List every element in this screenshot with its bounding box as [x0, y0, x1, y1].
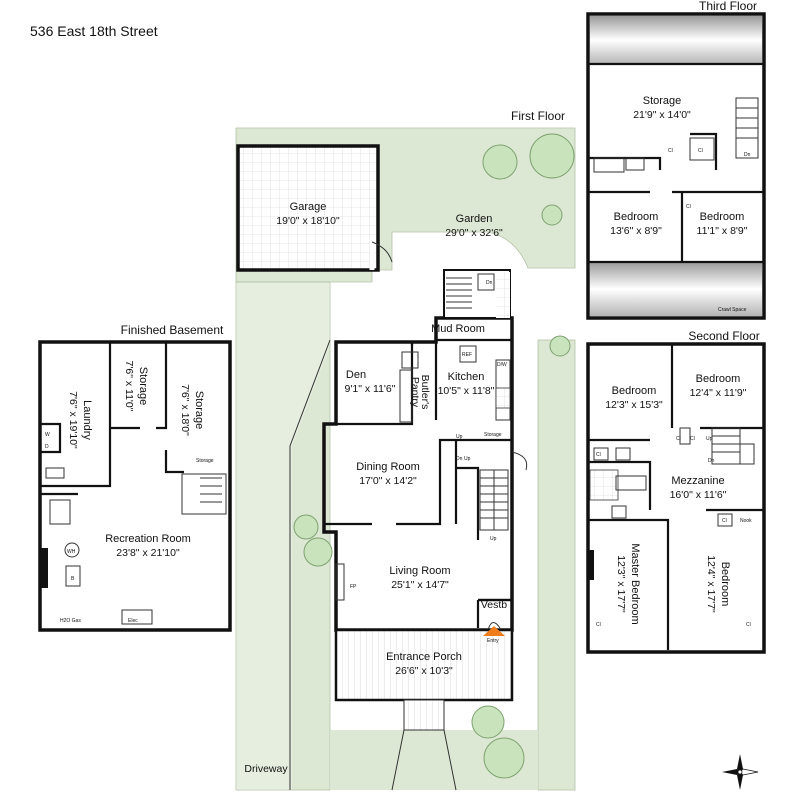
- storage-3-label: Storage: [643, 95, 682, 107]
- basement: W D WH B H2O Gas Elec Storage: [38, 340, 232, 632]
- storage-b2-label: Storage 7'6" x 18'0": [179, 384, 205, 436]
- h2o-gas-label: H2O Gas: [60, 618, 81, 624]
- stairs-icon: [712, 435, 755, 465]
- dw-label: D/W: [497, 362, 507, 368]
- bedroom-3b-dim: 11'1" x 8'9": [697, 225, 748, 237]
- elec-label: Elec: [128, 618, 138, 624]
- bedroom-2c-label: Bedroom 12'4" x 17'7": [705, 555, 731, 613]
- bedroom-2a-label: Bedroom: [612, 385, 657, 397]
- basement-label: Finished Basement: [121, 323, 224, 337]
- cl-label-2e: Cl: [596, 622, 601, 628]
- d-label: D: [45, 444, 49, 450]
- storage-label-kitchen: Storage: [484, 432, 502, 438]
- svg-text:Pantry: Pantry: [409, 377, 421, 408]
- living-room-dim: 25'1" x 14'7": [391, 579, 449, 591]
- wh-label: WH: [67, 549, 76, 555]
- tree-icon: [293, 133, 575, 779]
- laundry-label: Laundry 7'6" x 19'10": [67, 391, 93, 449]
- svg-text:7'6" x 11'0": 7'6" x 11'0": [123, 361, 135, 412]
- cl-label-3c: Cl: [686, 204, 691, 210]
- first-floor-label: First Floor: [511, 109, 565, 123]
- kitchen-label: Kitchen: [448, 371, 485, 383]
- garden-label: Garden: [456, 213, 493, 225]
- master-bedroom-label: Master Bedroom 12'3" x 17'7": [615, 543, 641, 624]
- mezzanine-dim: 16'0" x 11'6": [670, 489, 727, 501]
- entry-label: Entry: [487, 638, 499, 644]
- svg-text:Butler's: Butler's: [419, 375, 431, 410]
- second-floor: Cl Cl Cl Cl Cl Cl Nook Up Dn: [586, 342, 766, 654]
- dining-room-dim: 17'0" x 14'2": [359, 475, 417, 487]
- bedroom-2b-dim: 12'4" x 11'9": [690, 387, 747, 399]
- bedroom-3a-dim: 13'6" x 8'9": [610, 225, 662, 237]
- svg-text:Laundry: Laundry: [81, 400, 93, 440]
- bedroom-3b-label: Bedroom: [700, 211, 745, 223]
- second-floor-label: Second Floor: [688, 329, 759, 343]
- cl-label-3b: Cl: [698, 148, 703, 154]
- svg-text:12'3" x 17'7": 12'3" x 17'7": [615, 555, 627, 613]
- den-label: Den: [346, 369, 366, 381]
- stairs-icon: [200, 477, 222, 503]
- bedroom-2a-dim: 12'3" x 15'3": [605, 399, 663, 411]
- third-floor: Cl Cl Cl Dn Crawl Space: [586, 12, 766, 320]
- w-label: W: [45, 432, 50, 438]
- storage-3-dim: 21'9" x 14'0": [633, 109, 691, 121]
- garden-dim: 29'0" x 32'6": [445, 227, 503, 239]
- garage-label: Garage: [290, 201, 327, 213]
- cl-label-2b: Cl: [676, 436, 681, 442]
- up-label-4: Up: [706, 436, 713, 442]
- up-label-2: Up: [490, 536, 497, 542]
- storage-label-basement: Storage: [196, 458, 214, 464]
- garage: [236, 144, 393, 272]
- mud-room-label: Mud Room: [431, 323, 485, 335]
- den-dim: 9'1" x 11'6": [345, 383, 396, 395]
- driveway-edge: [289, 339, 331, 790]
- svg-text:Bedroom: Bedroom: [719, 562, 731, 607]
- svg-text:Storage: Storage: [193, 391, 205, 430]
- mezzanine-label: Mezzanine: [671, 475, 724, 487]
- svg-text:7'6" x 18'0": 7'6" x 18'0": [179, 384, 191, 436]
- driveway-label: Driveway: [244, 763, 288, 775]
- butlers-pantry-label: Butler's Pantry: [409, 375, 431, 410]
- stairs-icon: [736, 107, 758, 139]
- svg-text:7'6" x 19'10": 7'6" x 19'10": [67, 391, 79, 449]
- dn-label-2: Dn: [456, 456, 463, 462]
- third-floor-label: Third Floor: [699, 0, 757, 13]
- cl-label-3a: Cl: [668, 148, 673, 154]
- crawl-space-label: Crawl Space: [718, 307, 747, 313]
- b-label: B: [71, 576, 75, 582]
- entrance-porch-dim: 26'6" x 10'3": [395, 665, 453, 677]
- entrance-porch-label: Entrance Porch: [386, 651, 462, 663]
- up-label-3: Up: [464, 456, 471, 462]
- nook-label: Nook: [740, 518, 752, 524]
- dn-label-3: Dn: [744, 152, 751, 158]
- storage-b1-label: Storage 7'6" x 11'0": [123, 361, 149, 412]
- entry-arrow-icon: [483, 626, 505, 636]
- recreation-room-dim: 23'8" x 21'10": [116, 547, 180, 559]
- svg-text:12'4" x 17'7": 12'4" x 17'7": [705, 555, 717, 613]
- svg-text:Master Bedroom: Master Bedroom: [629, 543, 641, 624]
- bedroom-3a-label: Bedroom: [614, 211, 659, 223]
- cl-label-2c: Cl: [690, 436, 695, 442]
- dining-room-label: Dining Room: [356, 461, 420, 473]
- page-title: 536 East 18th Street: [30, 23, 158, 39]
- cl-label-2d: Cl: [722, 518, 727, 524]
- fp-label: FP: [350, 584, 357, 590]
- dn-label-1: Dn: [486, 280, 493, 286]
- bedroom-2b-label: Bedroom: [696, 373, 741, 385]
- recreation-room-label: Recreation Room: [105, 533, 191, 545]
- svg-text:Storage: Storage: [137, 367, 149, 406]
- dn-label-4: Dn: [708, 458, 715, 464]
- stairs-icon: [479, 469, 509, 531]
- first-floor-house: Dn REF D/W Up Dn Up Storage Up: [322, 268, 528, 791]
- garage-dim: 19'0" x 18'10": [276, 215, 340, 227]
- living-room-label: Living Room: [389, 565, 450, 577]
- cl-label-2a: Cl: [596, 452, 601, 458]
- vestb-label: Vestb: [481, 599, 507, 611]
- compass-icon: [722, 754, 759, 790]
- cl-label-2f: Cl: [746, 622, 751, 628]
- ref-label: REF: [462, 352, 472, 358]
- up-label-1: Up: [456, 434, 463, 440]
- kitchen-dim: 10'5" x 11'8": [438, 385, 495, 397]
